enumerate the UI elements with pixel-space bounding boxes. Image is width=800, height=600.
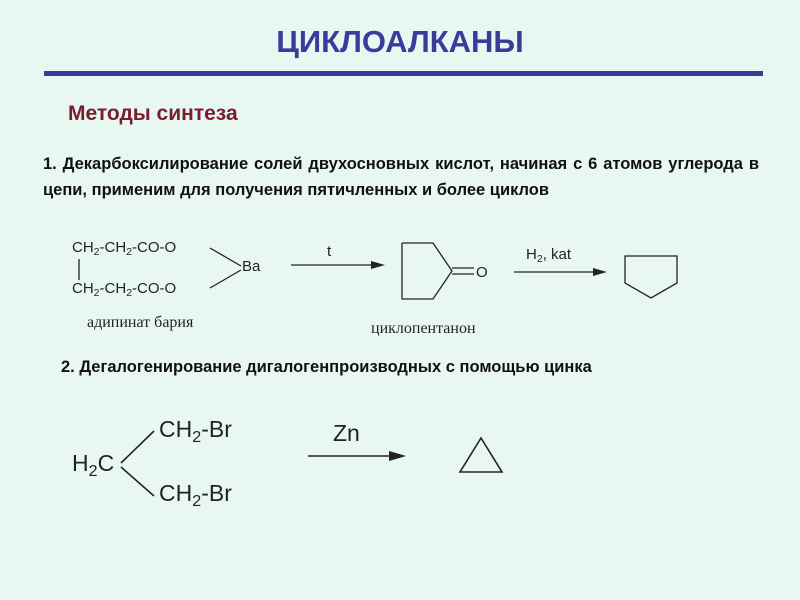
cyclopentane-structure	[624, 255, 678, 299]
product-name: циклопентанон	[371, 320, 476, 337]
title-divider	[44, 71, 763, 76]
reaction-arrow-1	[291, 261, 385, 269]
bond-to-bottom-branch	[120, 466, 155, 497]
reaction-arrow-2	[514, 268, 607, 276]
bond-to-top-branch	[120, 430, 155, 464]
bond-to-barium-bottom	[209, 269, 242, 289]
arrow-zn-label: Zn	[333, 420, 360, 446]
ketone-oxygen-label: O	[476, 264, 488, 281]
arrow-1-label: t	[327, 243, 332, 260]
section-subtitle: Методы синтеза	[68, 102, 238, 125]
bond-to-barium-top	[209, 247, 242, 267]
branch-top-formula: CH2-Br	[159, 416, 232, 446]
branch-bottom-formula: CH2-Br	[159, 480, 232, 510]
cyclopropane-structure	[458, 436, 504, 473]
arrow-2-label: H2, kat	[526, 246, 572, 266]
central-carbon-formula: H2C	[72, 450, 115, 480]
reaction-arrow-zn	[308, 451, 406, 461]
method-1-description: 1. Декарбоксилирование солей двухосновны…	[43, 155, 759, 199]
method-2-description: 2. Дегалогенирование дигалогенпроизводны…	[61, 358, 592, 376]
barium-label: Ba	[242, 258, 261, 275]
reactant-formula-row-1: CH2-CH2-CO-O	[72, 239, 177, 259]
reactant-name: адипинат бария	[87, 314, 194, 331]
slide-title: ЦИКЛОАЛКАНЫ	[276, 24, 524, 59]
cyclopentanone-structure	[401, 242, 474, 300]
reactant-formula-row-2: CH2-CH2-CO-O	[72, 280, 177, 300]
